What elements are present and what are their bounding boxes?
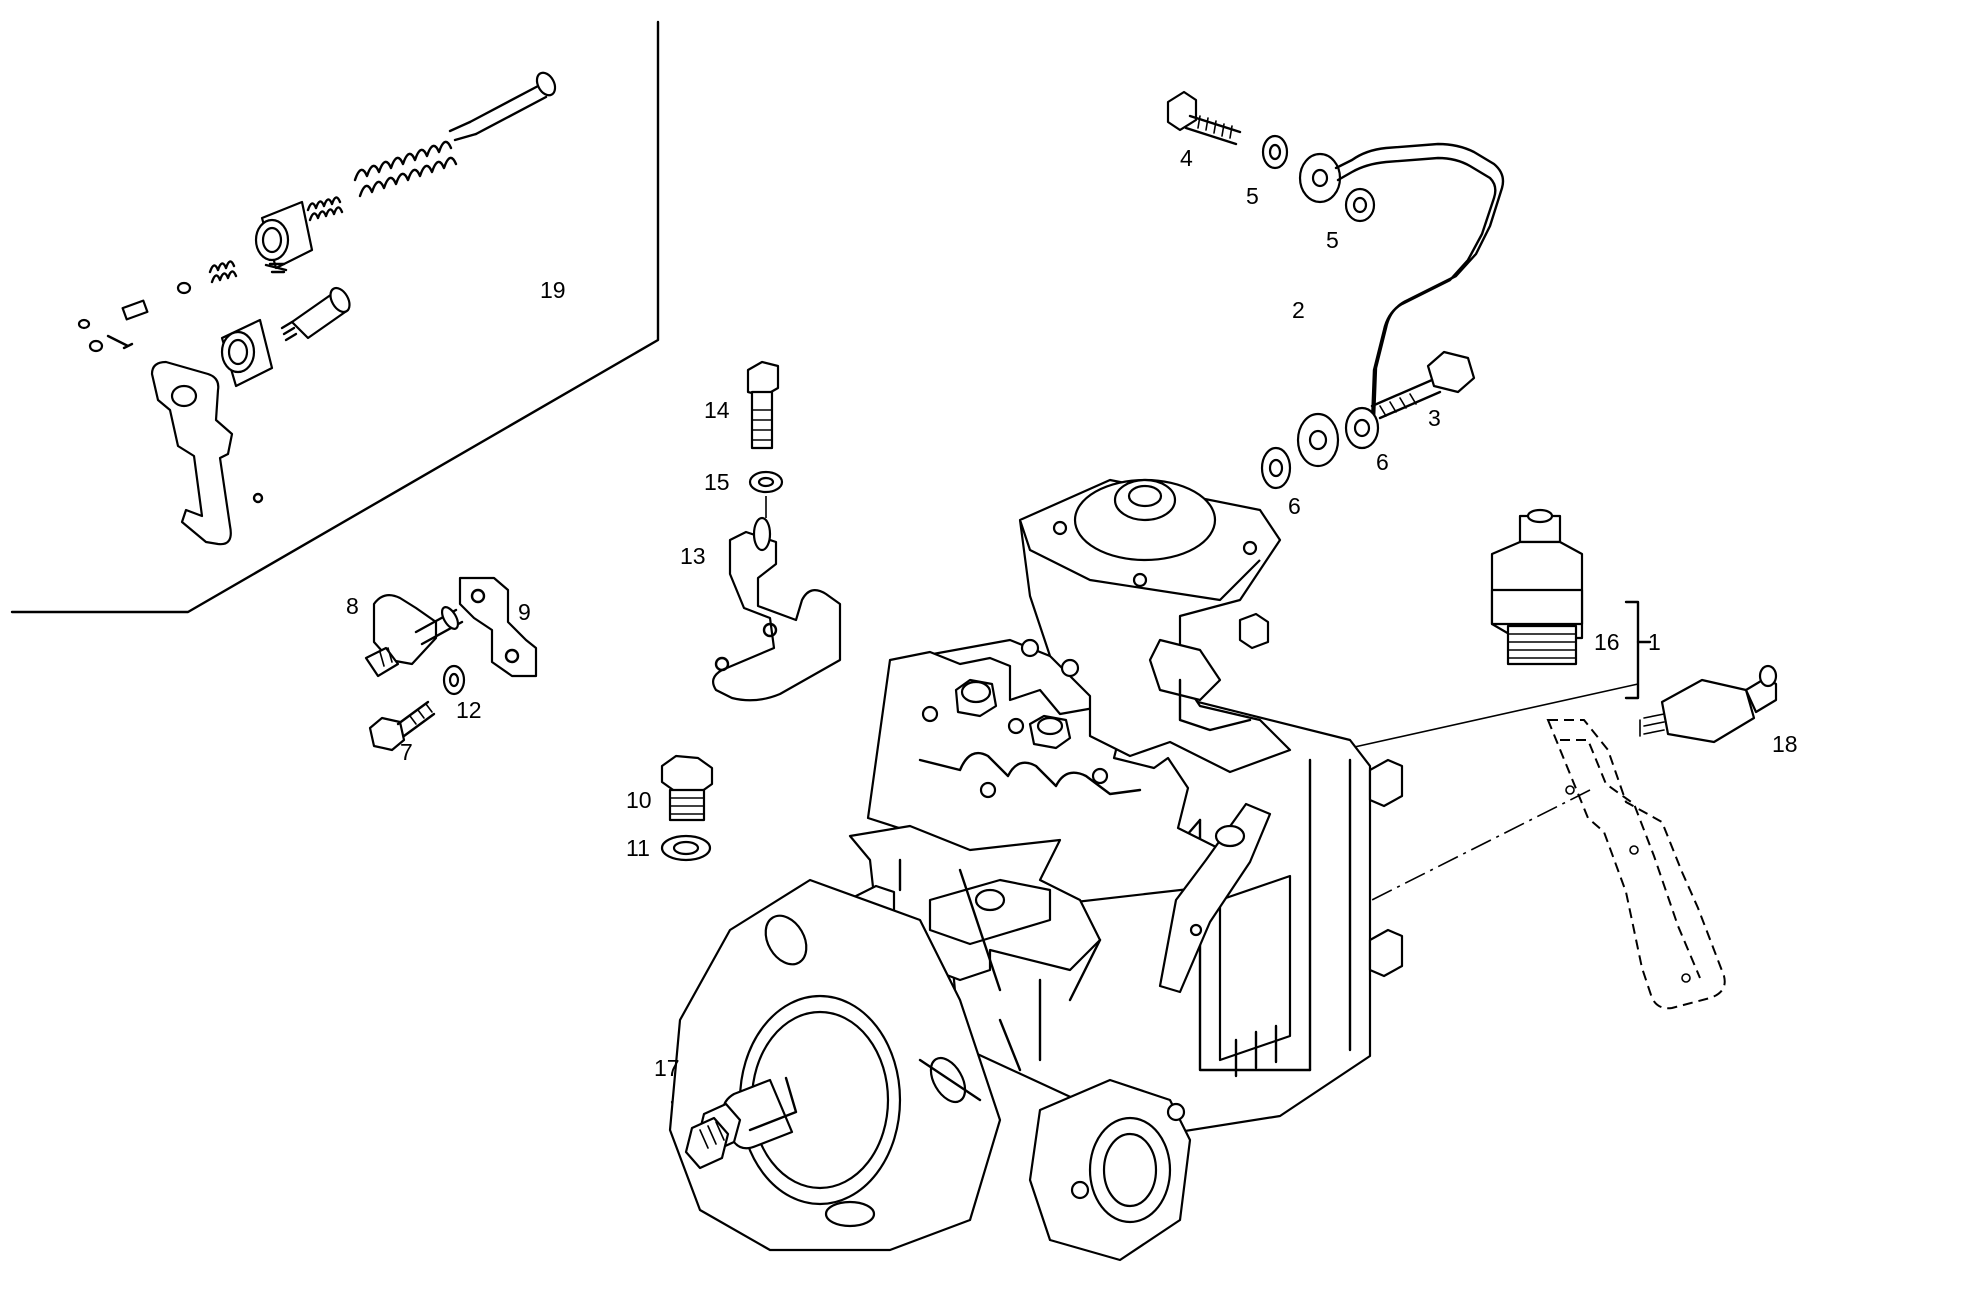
callout-9: 9: [518, 599, 531, 625]
inset-frame: [10, 20, 660, 614]
washer-6-right: [1344, 406, 1380, 450]
washer-12: [442, 664, 466, 696]
large-spring: [353, 140, 458, 198]
bolt-3: [1370, 350, 1476, 420]
solenoid-18: [1639, 664, 1778, 744]
callout-13: 13: [680, 543, 706, 569]
plug-10: [660, 754, 714, 822]
callout-3: 3: [1428, 405, 1441, 431]
callout-11: 11: [626, 835, 650, 861]
small-spring: [306, 196, 344, 222]
callout-5b: 5: [1326, 227, 1339, 253]
callout-16: 16: [1594, 629, 1620, 655]
washer-6-left: [1260, 446, 1292, 490]
washer-5-lower: [1344, 187, 1376, 223]
callout-19: 19: [540, 277, 566, 303]
callout-15: 15: [704, 469, 730, 495]
washer-15: [748, 470, 784, 528]
callout-labels: 1 2 3 4 5 5 6 6 7 8 9 10 11 12 13 14 15 …: [346, 145, 1798, 1081]
valve-16: [1490, 508, 1584, 666]
injection-pump-body: [668, 478, 1404, 1262]
sensor-plug: [280, 286, 351, 342]
small-parts: [77, 262, 286, 353]
callout-5a: 5: [1246, 183, 1259, 209]
dashed-bracket: [1359, 719, 1726, 1010]
callout-4: 4: [1180, 145, 1193, 171]
fuel-line-2: [1296, 142, 1505, 468]
banjo-bolt-4: [1166, 90, 1242, 146]
screw-7: [368, 700, 436, 752]
callout-18: 18: [1772, 731, 1798, 757]
callout-6b: 6: [1288, 493, 1301, 519]
lever-8: [364, 593, 464, 678]
governor-subassembly: [77, 71, 557, 546]
washer-5-upper: [1261, 134, 1289, 170]
lever-bracket: [150, 360, 264, 546]
governor-pin: [448, 71, 557, 142]
screw-14: [746, 360, 780, 450]
plate-9: [458, 576, 538, 678]
callout-2: 2: [1292, 297, 1305, 323]
callout-17: 17: [654, 1055, 680, 1081]
bracket-16-1: [1349, 600, 1652, 749]
washer-11: [660, 834, 712, 862]
callout-7: 7: [400, 739, 413, 765]
bracket-13: [711, 516, 842, 702]
callout-14: 14: [704, 397, 730, 423]
callout-10: 10: [626, 787, 652, 813]
spring-small-2: [208, 260, 238, 284]
callout-6a: 6: [1376, 449, 1389, 475]
flange-housing-lower: [220, 318, 274, 388]
callout-1: 1: [1648, 629, 1661, 655]
callout-12: 12: [456, 697, 482, 723]
callout-8: 8: [346, 593, 359, 619]
flange-housing-upper: [254, 200, 314, 272]
